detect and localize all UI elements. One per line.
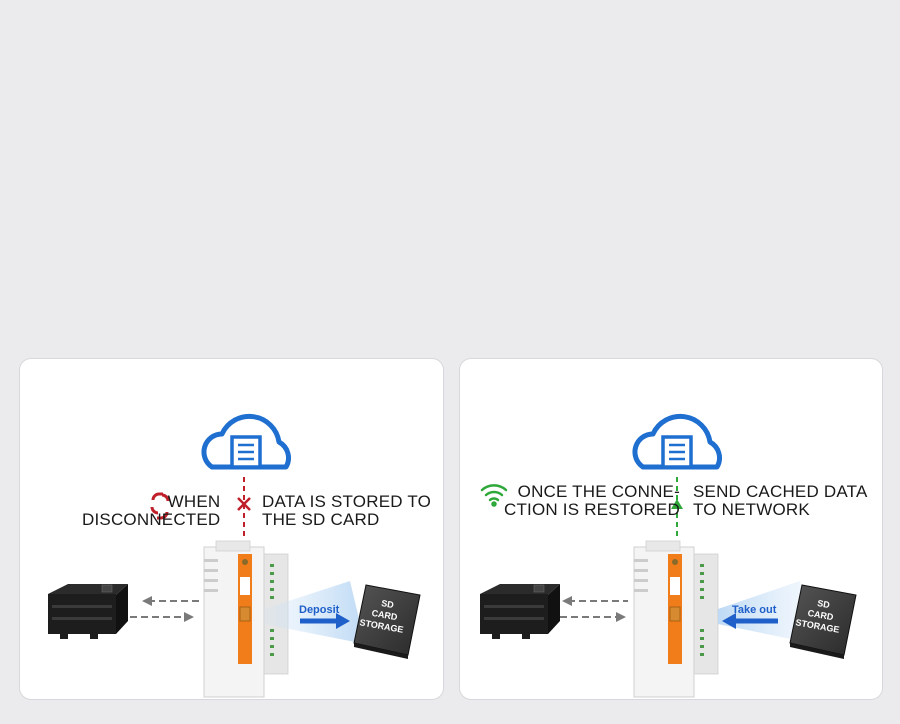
action-line-2: THE SD CARD [262,510,380,529]
take-out-arrow [722,613,778,629]
sd-card-line-2: CARD [807,608,835,622]
plc-device [48,584,128,639]
transfer-beam [264,581,365,644]
action-line-2: TO NETWORK [693,500,810,519]
sd-card: SD CARD STORAGE [353,584,421,659]
sd-card-line-1: SD [380,598,395,610]
cloud-icon [632,413,722,470]
data-flow-arrows [130,596,200,622]
gateway-device [633,540,719,698]
link-restored-marker [671,477,683,539]
panel-disconnected-graphic: Deposit SD CARD STORAGE [48,413,421,698]
deposit-label: Deposit [299,604,340,616]
status-line-2: CTION IS RESTORED [504,500,680,519]
link-broken-marker [237,477,251,539]
action-caption-disconnected: DATA IS STORED TO THE SD CARD [262,493,431,529]
data-flow-arrows [560,596,628,622]
action-line-1: DATA IS STORED TO [262,492,432,511]
panel-restored-graphic: Take out SD CARD STORAGE [480,413,857,698]
panel-disconnected: Deposit SD CARD STORAGE WHEN DISCONNECTE… [19,358,444,700]
status-line-1: ONCE THE CONNE- [517,482,680,501]
status-line-2: DISCONNECTED [82,510,221,529]
action-line-1: SEND CACHED DATA [693,482,868,501]
panel-restored: Take out SD CARD STORAGE ONCE THE CONNE-… [459,358,883,700]
action-caption-restored: SEND CACHED DATA TO NETWORK [693,483,867,519]
take-out-label: Take out [732,604,777,616]
wifi-icon [480,484,508,507]
plc-device [480,584,560,639]
sd-card-line-1: SD [816,598,831,610]
transfer-beam [718,581,815,644]
broken-link-icon [150,492,170,520]
status-caption-disconnected: WHEN DISCONNECTED [82,493,220,529]
cloud-icon [201,413,291,470]
deposit-arrow [300,613,350,629]
status-caption-restored: ONCE THE CONNE- CTION IS RESTORED [504,483,680,519]
sd-card: SD CARD STORAGE [789,584,857,659]
status-line-1: WHEN [167,492,221,511]
sd-card-line-2: CARD [371,608,399,622]
